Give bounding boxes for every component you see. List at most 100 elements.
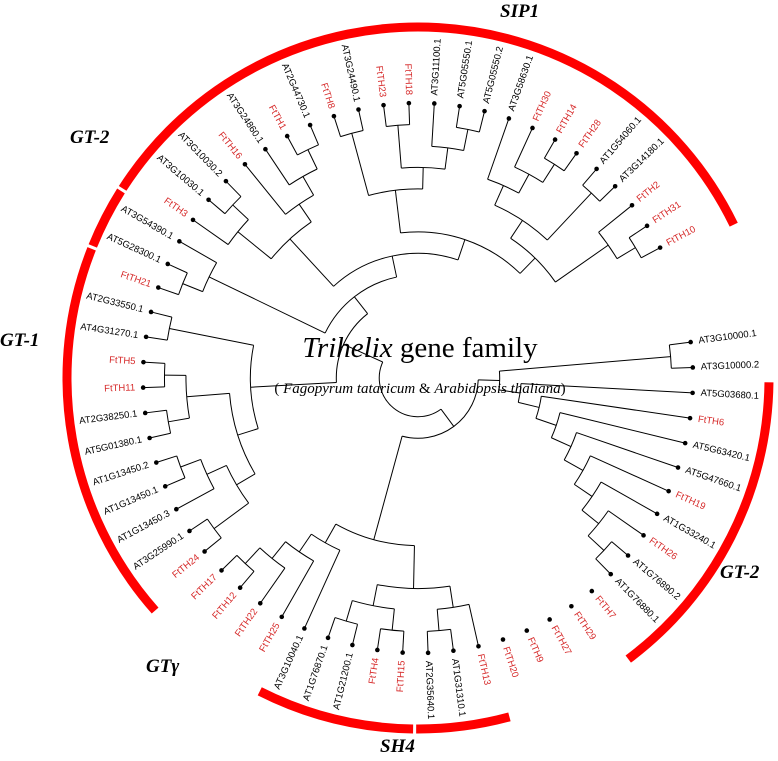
leaf-label-20: FtTH4 [367, 657, 382, 685]
branch-line-52-1 [616, 247, 636, 260]
branch-line-34-0 [208, 199, 226, 215]
leaf-label-62: FtTH2 [635, 179, 662, 204]
branch-line-5-1 [563, 459, 584, 471]
leaf-dot [154, 460, 159, 465]
branch-line-56-0 [208, 276, 326, 334]
leaf-label-53: AT3G11100.1 [429, 38, 443, 96]
branch-line-12-0 [402, 631, 405, 653]
branch-line-19-1 [298, 533, 312, 553]
leaf-dot [629, 203, 635, 208]
branch-line-44-0 [397, 125, 402, 169]
branch-line-51-1 [640, 247, 661, 259]
branch-line-11-0 [468, 604, 479, 647]
leaf-label-39: FtTH21 [119, 269, 153, 290]
leaf-label-45: FtTH16 [216, 130, 244, 162]
leaf-dot [142, 410, 148, 416]
leaf-label-55: AT5G05550.2 [481, 45, 506, 104]
branch-line-57-1 [353, 296, 369, 314]
branch-line-14-0 [391, 608, 395, 631]
leaf-dot [279, 614, 285, 620]
leaf-label-6: FtTH19 [674, 489, 707, 512]
leaf-label-11: FtTH7 [593, 594, 618, 621]
group-label-1: SH4 [380, 736, 415, 757]
leaf-dot [263, 146, 268, 152]
leaf-label-33: AT5G01380.1 [84, 434, 143, 457]
branch-line-23-0 [165, 477, 186, 487]
leaf-dot [307, 122, 313, 128]
leaf-label-35: FtTH11 [104, 382, 135, 394]
branch-line-29-1 [186, 392, 230, 398]
branch-line-54-0 [394, 190, 402, 233]
leaf-label-13: FtTH27 [549, 624, 574, 657]
leaf-label-26: FtTH12 [210, 590, 239, 621]
branch-line-20-1 [324, 523, 337, 544]
branch-arc-53 [510, 237, 556, 283]
branch-line-5-0 [576, 432, 679, 469]
leaf-dot [500, 637, 506, 642]
leaf-label-42: FtTH3 [162, 196, 190, 220]
leaf-dot [177, 239, 182, 244]
branch-line-49-1 [599, 185, 616, 202]
branch-line-50-0 [494, 185, 504, 206]
group-label-4: GT-2 [70, 127, 110, 148]
leaf-dot [425, 650, 431, 656]
branch-line-8-1 [518, 401, 540, 408]
leaf-dot [284, 133, 290, 139]
branch-line-46-1 [563, 153, 577, 172]
branch-line-13-0 [351, 624, 359, 646]
branch-line-42-1 [478, 111, 486, 133]
leaf-dot [156, 285, 161, 290]
leaf-dot [223, 178, 229, 184]
branch-line-30-1 [150, 311, 173, 318]
leaf-dot [406, 100, 412, 106]
branch-line-25-1 [206, 464, 227, 475]
branch-line-44-1 [444, 147, 449, 170]
branch-line-53-0 [510, 220, 523, 239]
leaf-dot [237, 585, 243, 591]
branch-line-32-0 [158, 287, 179, 296]
leaf-label-0: AT3G10000.1 [698, 328, 757, 347]
leaf-label-51: FtTH23 [373, 65, 388, 98]
leaf-dot [612, 183, 618, 189]
branch-line-23-1 [156, 455, 177, 463]
branch-line-4-0 [590, 455, 669, 492]
branch-line-45-1 [422, 167, 424, 189]
leaf-label-56: AT3G58630.1 [506, 54, 536, 113]
leaf-label-64: FtTH10 [665, 224, 698, 249]
leaf-label-37: AT4G31270.1 [80, 322, 139, 342]
branch-arc-8 [517, 383, 522, 403]
branch-line-26-0 [149, 432, 171, 439]
leaf-dot [219, 568, 224, 573]
leaf-label-41: AT3G54390.1 [119, 204, 175, 243]
leaf-dot [400, 650, 405, 655]
leaf-dot [574, 150, 579, 156]
leaf-dot [589, 588, 595, 594]
branch-line-31-1 [169, 328, 254, 346]
leaf-dot [644, 223, 650, 229]
leaf-dot [690, 390, 695, 396]
leaf-dot [257, 600, 263, 606]
leaf-dot [331, 113, 337, 119]
leaf-label-34: AT2G38250.1 [79, 409, 138, 427]
leaf-dot [356, 107, 361, 112]
leaf-label-52: FtTH18 [402, 63, 414, 95]
group-label-5: SIP1 [500, 1, 539, 22]
page-subtitle: ( Fagopyrum tataricum & Arabidopsis thal… [274, 381, 565, 397]
branch-line-29-0 [236, 473, 256, 486]
leaf-dot [482, 108, 487, 114]
leaf-label-63: FtTH31 [651, 199, 683, 226]
leaf-dots [140, 100, 696, 656]
branch-line-41-1 [408, 103, 411, 125]
branch-line-37-1 [307, 149, 318, 170]
leaf-label-28: FtTH24 [170, 552, 202, 581]
tree-branches [143, 103, 693, 653]
branch-line-2-1 [587, 535, 605, 551]
branch-line-16-0 [239, 571, 255, 589]
branch-line-30-0 [146, 336, 168, 341]
branch-line-56-1 [391, 255, 398, 278]
leaf-dot [506, 116, 512, 121]
leaf-label-1: AT3G10000.2 [701, 359, 760, 372]
leaf-label-23: AT3G10040.1 [272, 633, 306, 691]
